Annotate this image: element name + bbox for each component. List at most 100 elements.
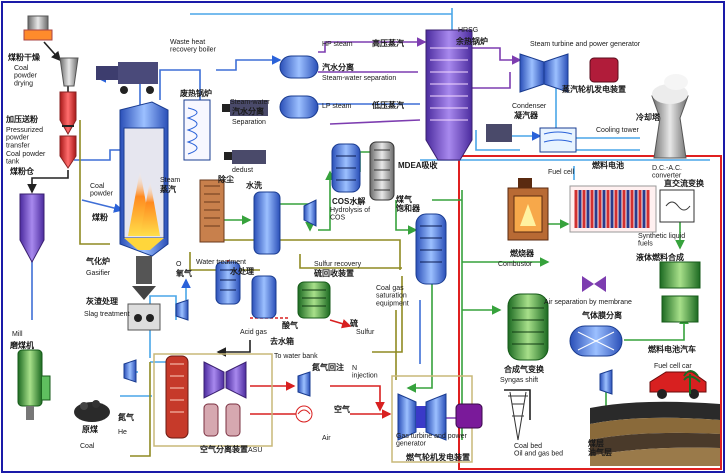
label-dc-ac-en: D.C.-A.C.converter (652, 165, 682, 180)
label-cos-zh: COS水解 (332, 196, 365, 206)
label-coal-powder-drying-zh: 煤粉干燥 (8, 52, 41, 62)
label-o2-en: O (176, 261, 182, 268)
label-st-gen-en: Steam turbine and power generator (530, 41, 641, 48)
label-n2-return-zh: 氮气回注 (312, 362, 344, 372)
syngas-shift (507, 293, 549, 361)
label-synthetic-fuels-zh: 液体燃料合成 (636, 252, 684, 262)
label-dc-ac-zh: 直交流变换 (664, 178, 705, 188)
label-cooling-tower-en: Cooling tower (596, 127, 639, 134)
membrane-valve (582, 276, 606, 292)
label-hrsg-zh: 余热锅炉 (455, 36, 488, 46)
waste-heat-boiler (96, 62, 158, 94)
label-sulfur-recovery-zh: 硫回收装置 (314, 268, 354, 278)
label-condenser-zh: 凝汽器 (514, 110, 539, 120)
label-pressurized-zh: 加压送粉 (5, 114, 38, 124)
label-asu-zh: 空气分离装置 (200, 444, 248, 454)
label-dedust-en: dedust (232, 167, 253, 174)
fuel-cell-stack (569, 185, 657, 233)
label-powder-tank-zh: 煤粉仓 (10, 166, 35, 176)
label-sw-sep-small-en: Steam-water (230, 99, 270, 106)
label-waste-heat-zh: 废热锅炉 (180, 88, 212, 98)
dedust-unit (199, 179, 225, 243)
label-n2-zh: 氮气 (118, 412, 134, 422)
label-mdea-zh: MDEA吸收 (398, 160, 438, 170)
label-mill-zh: 磨煤机 (9, 340, 34, 350)
cos-hydrolysis (331, 143, 361, 193)
gas-turbine (391, 375, 483, 463)
gas-membrane (569, 325, 623, 357)
label-to-water-box-zh: 去水箱 (270, 336, 294, 346)
label-gasifier-en: Gasifier (86, 270, 111, 277)
label-o2-zh: 氧气 (175, 268, 192, 278)
label-air-sep-membrane-en: Air separation by membrane (544, 299, 632, 306)
label-lp-steam-zh: 低压蒸汽 (371, 100, 404, 110)
label-steam-zh: 蒸汽 (160, 184, 176, 194)
pressurized-transfer (59, 91, 77, 169)
label-cooling-tower-zh: 冷却塔 (636, 112, 661, 122)
label-condenser-en: Condenser (512, 103, 547, 110)
label-syngas-shift-en: Syngas shift (500, 377, 538, 384)
slag-treatment (127, 303, 161, 331)
label-gasifier-zh: 气化炉 (85, 256, 110, 266)
pump-sets (222, 100, 268, 164)
steam-turbine (519, 53, 619, 93)
label-hrsg-en: HRSG (458, 27, 478, 34)
label-st-gen-zh: 蒸汽轮机发电装置 (562, 84, 626, 94)
cooling-tower (651, 74, 689, 159)
label-slag-en: Slag treatment (84, 311, 130, 318)
label-air-en: Air (322, 435, 331, 442)
label-coal-bed-zh: 煤层油气层 (588, 438, 612, 457)
label-syngas-shift-zh: 合成气变换 (503, 364, 545, 374)
water-treatment (215, 261, 277, 319)
label-sulfur-zh: 硫 (350, 318, 358, 328)
gasifier (119, 101, 169, 300)
label-dedust-zh: 除尘 (218, 174, 234, 184)
label-fuel-cell-en: Fuel cell (548, 169, 575, 176)
label-sw-sep-top-zh: 汽水分离 (322, 62, 354, 72)
label-fuel-cell-car-zh: 燃料电池汽车 (648, 344, 696, 354)
synthetic-fuels-tanks (659, 261, 701, 323)
label-hp-steam-en: HP steam (322, 41, 353, 48)
label-sw-sep-top-en: Steam-water separation (322, 75, 396, 82)
steam-water-separators (279, 55, 319, 119)
label-mill-en: Mill (12, 331, 23, 338)
label-gas-turbine-zh: 燃气轮机发电装置 (406, 452, 470, 462)
label-combustor-en: Combustor (498, 261, 533, 268)
fuel-cell-region (458, 155, 722, 470)
label-separation-en: Separation (232, 119, 266, 126)
heat-exchanger-coil (183, 99, 211, 161)
water-wash-column (253, 191, 281, 255)
dc-ac-converter (659, 189, 695, 223)
mdea-absorber (369, 141, 395, 201)
coal-drying-unit (23, 15, 79, 87)
mill (17, 349, 51, 420)
label-water-wash-zh: 水洗 (245, 180, 262, 190)
coal-gas-saturator (415, 213, 447, 285)
label-coal-gas-zh: 煤气饱和器 (396, 194, 421, 213)
coal-powder-tank (19, 193, 45, 264)
label-coal-powder-zh: 煤粉 (92, 212, 108, 222)
label-air-zh: 空气 (334, 404, 350, 414)
label-to-water-bank-en: To water bank (274, 353, 318, 360)
label-lp-steam-en: LP steam (322, 103, 352, 110)
combustor (507, 178, 549, 241)
sulfur-recovery (297, 281, 331, 319)
condenser (486, 124, 577, 153)
label-air-sep-membrane-zh: 气体膜分离 (581, 310, 622, 320)
label-raw-coal-zh: 原煤 (82, 424, 98, 434)
label-acid-gas-en: Acid gas (240, 329, 267, 336)
label-acid-gas-zh: 酸气 (282, 320, 298, 330)
air-heater (295, 405, 313, 423)
